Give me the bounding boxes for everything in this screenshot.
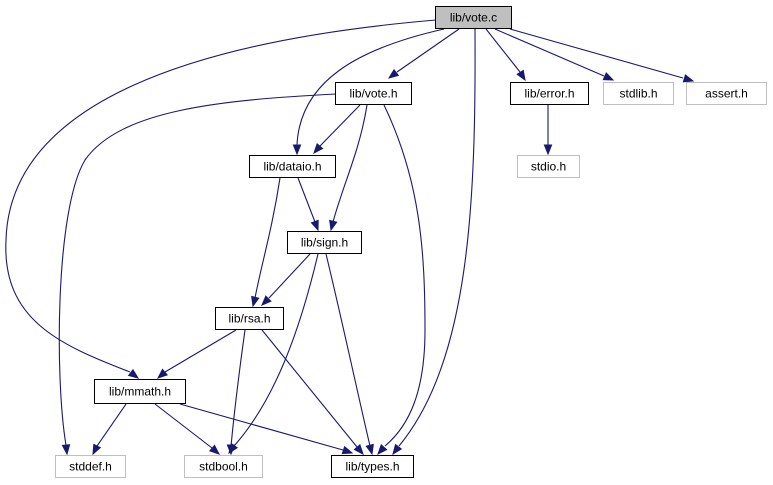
edge-vote-c-to-mmath-h	[5, 19, 437, 379]
node-label-dataio-h: lib/dataio.h	[263, 160, 321, 174]
edge-vote-c-to-stdlib-h	[494, 28, 615, 81]
node-vote-c[interactable]: lib/vote.c	[435, 6, 512, 29]
graph-edges	[5, 19, 695, 456]
edge-dataio-h-to-sign-h	[297, 177, 319, 232]
node-label-stdbool-h: stdbool.h	[199, 460, 248, 474]
edge-mmath-h-to-stddef-h	[92, 403, 127, 456]
edge-sign-h-to-stdbool-h	[228, 253, 319, 455]
edge-vote-h-to-sign-h	[329, 104, 368, 232]
node-label-mmath-h: lib/mmath.h	[109, 385, 171, 399]
edge-mmath-h-to-stdbool-h	[154, 403, 221, 455]
node-label-stdlib-h: stdlib.h	[619, 87, 657, 101]
edge-sign-h-to-types-h	[325, 253, 374, 456]
node-label-vote-h: lib/vote.h	[349, 87, 397, 101]
node-label-stdio-h: stdio.h	[531, 160, 566, 174]
node-label-sign-h: lib/sign.h	[301, 236, 348, 250]
node-stdbool-h: stdbool.h	[184, 455, 263, 478]
node-label-assert-h: assert.h	[705, 87, 748, 101]
node-types-h[interactable]: lib/types.h	[331, 455, 414, 478]
edge-rsa-h-to-stdbool-h	[226, 329, 246, 456]
edge-vote-c-to-dataio-h	[292, 28, 445, 156]
node-vote-h[interactable]: lib/vote.h	[335, 82, 412, 105]
node-assert-h: assert.h	[686, 82, 767, 105]
node-stdlib-h: stdlib.h	[603, 82, 674, 105]
node-label-error-h: lib/error.h	[524, 87, 574, 101]
node-sign-h[interactable]: lib/sign.h	[287, 231, 362, 254]
edge-dataio-h-to-rsa-h	[251, 177, 281, 308]
edge-vote-c-to-assert-h	[509, 28, 695, 83]
edge-vote-h-to-types-h	[377, 104, 426, 456]
node-label-rsa-h: lib/rsa.h	[228, 312, 270, 326]
edge-sign-h-to-rsa-h	[261, 253, 311, 306]
edge-vote-h-to-stddef-h	[58, 93, 337, 456]
edge-rsa-h-to-mmath-h	[156, 329, 237, 379]
node-rsa-h[interactable]: lib/rsa.h	[215, 307, 284, 330]
edge-mmath-h-to-types-h	[179, 403, 354, 455]
node-stdio-h: stdio.h	[517, 155, 580, 178]
node-label-types-h: lib/types.h	[345, 460, 399, 474]
node-mmath-h[interactable]: lib/mmath.h	[94, 379, 186, 404]
node-stddef-h: stddef.h	[55, 455, 126, 478]
node-dataio-h[interactable]: lib/dataio.h	[249, 155, 336, 178]
edge-vote-h-to-dataio-h	[313, 104, 361, 155]
edge-vote-c-to-vote-h	[387, 28, 460, 79]
node-error-h[interactable]: lib/error.h	[510, 82, 589, 105]
node-label-stddef-h: stddef.h	[69, 460, 112, 474]
edge-rsa-h-to-types-h	[261, 329, 364, 456]
graph-nodes: lib/vote.c lib/vote.h lib/error.h stdlib.h a…	[55, 6, 767, 478]
edge-vote-c-to-error-h	[485, 28, 526, 82]
edge-error-h-to-stdio-h	[543, 105, 553, 156]
edge-vote-c-to-types-h	[392, 28, 476, 456]
node-label-vote-c: lib/vote.c	[450, 11, 497, 25]
